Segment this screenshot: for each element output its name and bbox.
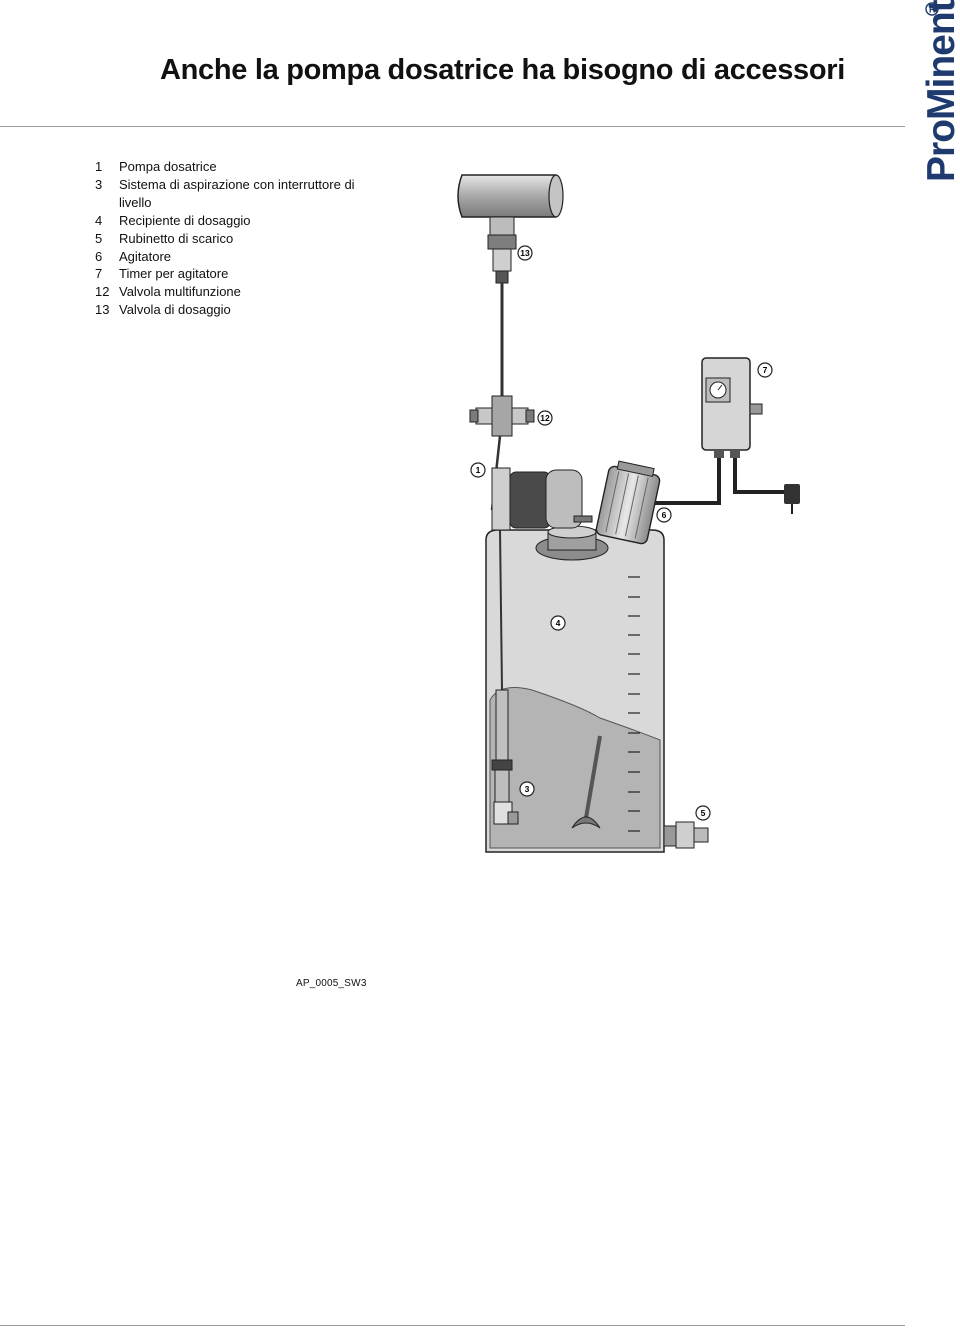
dosing-tank (485, 529, 665, 853)
multifunction-valve (469, 395, 535, 437)
drain-tap (663, 821, 709, 849)
callout-label: 13 (520, 248, 530, 258)
prominent-logo: ProMinent R (920, 0, 960, 182)
legend-number: 3 (95, 176, 103, 192)
suction-assembly (491, 689, 519, 825)
dosing-pump (491, 467, 593, 531)
figure-caption: AP_0005_SW3 (296, 978, 367, 989)
callout-label: 3 (525, 784, 530, 794)
callout-label: 1 (476, 465, 481, 475)
svg-text:ProMinent: ProMinent (920, 0, 960, 182)
stirrer-shaft (571, 735, 602, 829)
callout-label: 7 (763, 365, 768, 375)
tank-lid (535, 525, 609, 561)
callout-12: 12 (537, 410, 553, 426)
legend-number: 6 (95, 248, 103, 264)
callout-13: 13 (517, 245, 533, 261)
header-divider (0, 126, 905, 127)
legend-list: 1 Pompa dosatrice 3 Sistema di aspirazio… (95, 158, 355, 319)
legend-item: 5 Rubinetto di scarico (95, 230, 355, 248)
legend-number: 13 (95, 302, 110, 318)
timer-cables (650, 458, 790, 505)
callout-label: 5 (701, 808, 706, 818)
legend-item: 12 Valvola multifunzione (95, 283, 355, 301)
level-scale (628, 576, 640, 832)
process-pipe (457, 174, 564, 218)
legend-number: 4 (95, 212, 103, 228)
legend-label: Pompa dosatrice (119, 159, 217, 174)
legend-label: Rubinetto di scarico (119, 230, 234, 246)
legend-label: Recipiente di dosaggio (119, 212, 251, 228)
legend-label: Agitatore (119, 248, 172, 264)
legend-number: 5 (95, 230, 103, 246)
legend-label: Timer per agitatore (119, 266, 229, 282)
callout-3: 3 (519, 781, 535, 797)
legend-item: 3 Sistema di aspirazione con interruttor… (95, 176, 355, 212)
callout-label: 4 (556, 618, 561, 628)
callout-label: 12 (540, 413, 550, 423)
legend-item: 4 Recipiente di dosaggio (95, 212, 355, 230)
legend-number: 1 (95, 159, 103, 174)
legend-label: Valvola multifunzione (119, 284, 241, 300)
stirrer-timer (701, 357, 763, 458)
page-title: Anche la pompa dosatrice ha bisogno di a… (160, 54, 846, 86)
legend-label: Sistema di aspirazione con interruttore … (119, 176, 355, 210)
stirrer-motor (595, 460, 661, 545)
callout-7: 7 (757, 362, 773, 378)
dosing-valve (487, 216, 517, 284)
dosing-system-diagram: 13 7 12 1 6 4 3 5 (457, 174, 800, 853)
power-plug (784, 484, 800, 514)
callout-5: 5 (695, 805, 711, 821)
legend-number: 12 (95, 284, 110, 300)
callout-1: 1 (470, 462, 486, 478)
callout-label: 6 (662, 510, 667, 520)
legend-item: 7 Timer per agitatore (95, 265, 355, 283)
legend-item: 1 Pompa dosatrice (95, 158, 355, 176)
callout-4: 4 (550, 615, 566, 631)
legend-number: 7 (95, 266, 103, 282)
svg-text:R: R (929, 5, 936, 15)
pump-suction-line (499, 529, 503, 691)
legend-item: 13 Valvola di dosaggio (95, 301, 355, 319)
footer-divider (0, 1325, 905, 1326)
legend-label: Valvola di dosaggio (119, 302, 231, 318)
legend-item: 6 Agitatore (95, 248, 355, 266)
callout-6: 6 (656, 507, 672, 523)
